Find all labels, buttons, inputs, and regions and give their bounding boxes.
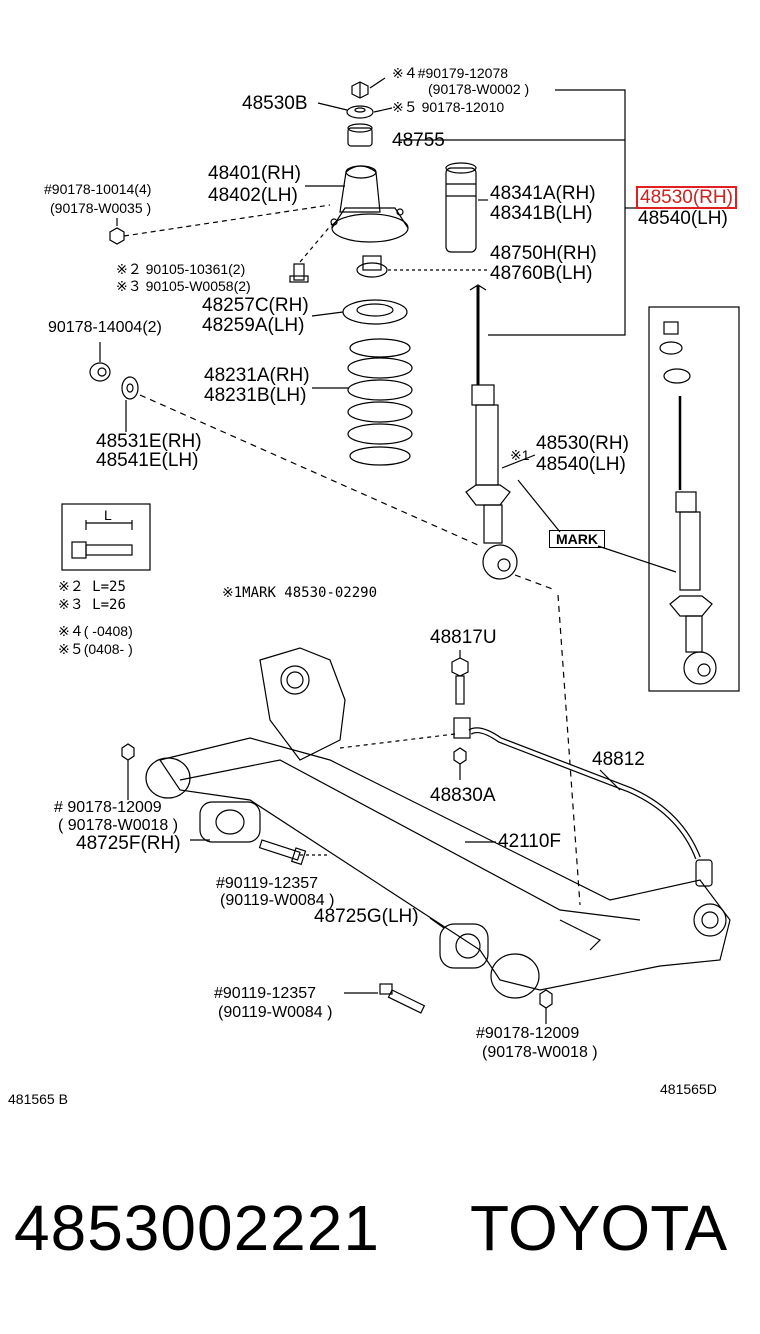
nut-90178-12009-b-icon — [539, 989, 553, 1009]
part-number: 4853002221 — [14, 1192, 380, 1264]
washer-icon — [346, 105, 374, 119]
bolt-length-box — [61, 503, 151, 571]
label-90178-12009-b: #90178-12009 — [476, 1025, 580, 1042]
inset-box — [648, 306, 740, 692]
bolt-length-label: L — [104, 507, 112, 523]
label-mark1: ※1 — [510, 447, 530, 463]
label-48231B: 48231B(LH) — [204, 385, 307, 406]
label-48725F: 48725F(RH) — [76, 833, 181, 854]
bushing-48725f-icon — [199, 801, 261, 843]
label-90179-12078: ※４#90179-12078 — [392, 65, 509, 81]
spring-seat-icon — [342, 299, 408, 325]
label-48231A: 48231A(RH) — [204, 365, 310, 386]
label-90178-10014: #90178-10014(4) — [44, 181, 152, 197]
label-48402: 48402(LH) — [208, 185, 298, 206]
bump-stopper-icon — [445, 162, 477, 253]
label-48817U: 48817U — [430, 627, 497, 648]
axle-beam-icon — [145, 647, 731, 999]
label-48540-lh-mid: 48540(LH) — [536, 454, 626, 475]
label-90178-W0018-a: ( 90178-W0018 ) — [58, 817, 179, 834]
washer-48531e-icon — [121, 376, 139, 400]
label-48341B: 48341B(LH) — [490, 203, 593, 224]
label-48725G: 48725G(LH) — [314, 906, 419, 927]
label-90119-12357-b: #90119-12357 — [214, 985, 317, 1002]
note-l26: ※３ L=26 — [58, 597, 126, 613]
label-48259A: 48259A(LH) — [202, 315, 305, 336]
stabilizer-bar-icon — [468, 727, 713, 887]
nut-90178-14004-icon — [89, 362, 111, 382]
label-48755: 48755 — [392, 130, 445, 151]
label-48530-rh-highlighted[interactable]: 48530(RH) — [636, 186, 737, 209]
note-4: ※４( -0408) — [58, 623, 133, 639]
shock-support-icon — [330, 165, 409, 243]
nut-left-icon — [109, 227, 125, 245]
label-48541E: 48541E(LH) — [96, 450, 199, 471]
nut-top-icon — [351, 81, 369, 99]
mark-badge: MARK — [549, 530, 605, 548]
shock-absorber-icon — [465, 284, 518, 580]
label-48401: 48401(RH) — [208, 163, 301, 184]
label-90105-W0058: ※３ 90105-W0058(2) — [116, 278, 251, 294]
label-90178-W0018-b: (90178-W0018 ) — [482, 1044, 598, 1061]
leader-bracket-top — [488, 89, 626, 336]
label-90178-12009-a: # 90178-12009 — [54, 799, 162, 816]
label-90119-W0084-a: (90119-W0084 ) — [220, 892, 335, 909]
spring-insulator-upper-icon — [356, 255, 388, 278]
note-mark-48530-02290: ※1MARK 48530-02290 — [222, 585, 378, 601]
label-48540-lh-top: 48540(LH) — [638, 208, 728, 229]
bolt-dimension-icon — [71, 520, 133, 559]
bolt-90119-b-icon — [379, 983, 426, 1014]
label-90178-12010: ※５ 90178-12010 — [392, 99, 505, 115]
label-48341A: 48341A(RH) — [490, 183, 596, 204]
label-48830A: 48830A — [430, 785, 496, 806]
nut-90178-12009-a-icon — [121, 743, 135, 761]
label-90119-12357-a: #90119-12357 — [216, 875, 319, 892]
label-90178-W0002: (90178-W0002 ) — [428, 81, 530, 97]
stabilizer-link-icon — [453, 717, 471, 739]
bushing-48755-icon — [347, 123, 373, 147]
label-90178-W0035: (90178-W0035 ) — [50, 200, 152, 216]
label-90105-10361: ※２ 90105-10361(2) — [116, 261, 246, 277]
inset-shock-icon — [659, 321, 717, 685]
bolt-48817u-icon — [451, 657, 469, 705]
label-48750H: 48750H(RH) — [490, 243, 597, 264]
note-5: ※５(0408- ) — [58, 641, 133, 657]
label-48812: 48812 — [592, 749, 645, 770]
label-48760B: 48760B(LH) — [490, 263, 593, 284]
label-42110F: 42110F — [498, 831, 562, 852]
label-48530-rh-mid: 48530(RH) — [536, 433, 629, 454]
note-l25: ※２ L=25 — [58, 579, 126, 595]
nut-48830a-icon — [453, 747, 467, 765]
diagram-code-left: 481565 B — [8, 1091, 68, 1107]
brand-name: TOYOTA — [470, 1192, 728, 1264]
label-48530B: 48530B — [242, 93, 308, 114]
bolt-small-icon — [289, 263, 309, 283]
label-48257C: 48257C(RH) — [202, 295, 309, 316]
bolt-90119-a-icon — [258, 839, 307, 866]
label-90178-14004: 90178-14004(2) — [48, 319, 162, 336]
bushing-48725g-icon — [439, 923, 489, 969]
diagram-code-right: 481565D — [660, 1081, 717, 1097]
label-48531E: 48531E(RH) — [96, 431, 202, 452]
coil-spring-icon — [347, 338, 413, 466]
label-90119-W0084-b: (90119-W0084 ) — [218, 1004, 333, 1021]
